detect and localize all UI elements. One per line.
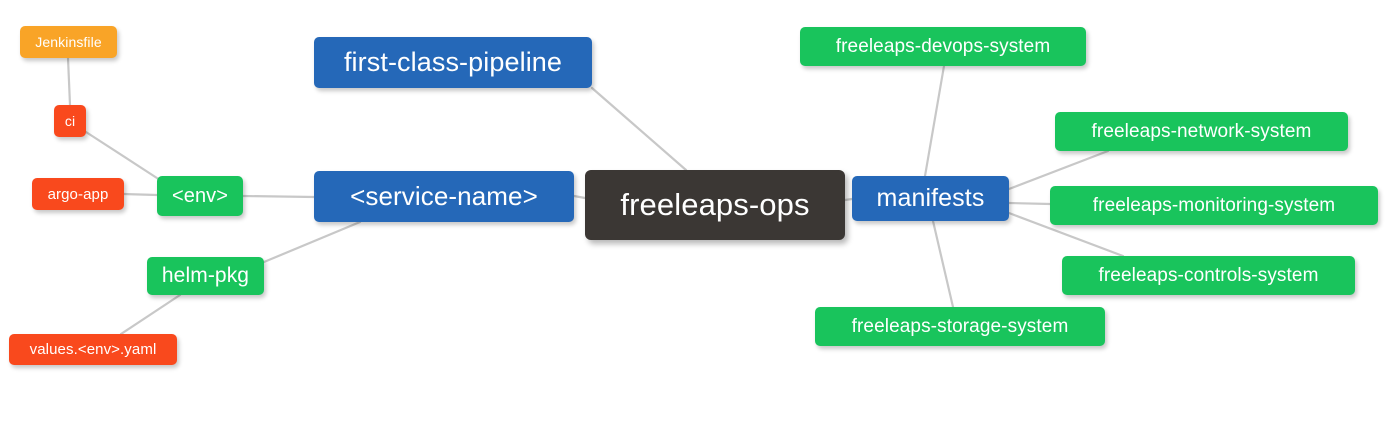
- edge-manifests-to-network-system: [1007, 149, 1110, 191]
- edge-manifests-to-storage-system: [931, 219, 955, 309]
- edge-ci-to-env: [84, 130, 162, 182]
- node-label-network-system: freeleaps-network-system: [1091, 120, 1312, 142]
- node-ci[interactable]: ci: [54, 105, 86, 137]
- node-network-system[interactable]: freeleaps-network-system: [1055, 112, 1348, 151]
- node-label-root: freeleaps-ops: [620, 187, 810, 222]
- node-root[interactable]: freeleaps-ops: [585, 170, 845, 240]
- edge-root-to-manifests: [843, 197, 854, 202]
- node-label-values-env-yaml: values.<env>.yaml: [29, 341, 157, 358]
- node-label-controls-system: freeleaps-controls-system: [1098, 264, 1319, 286]
- node-storage-system[interactable]: freeleaps-storage-system: [815, 307, 1105, 346]
- node-jenkinsfile[interactable]: Jenkinsfile: [20, 26, 117, 58]
- node-label-helm-pkg: helm-pkg: [161, 264, 250, 287]
- node-label-monitoring-system: freeleaps-monitoring-system: [1092, 194, 1336, 216]
- edge-argo-app-to-env: [122, 192, 159, 197]
- edge-service-name-to-root: [572, 194, 587, 200]
- node-controls-system[interactable]: freeleaps-controls-system: [1062, 256, 1355, 295]
- node-manifests[interactable]: manifests: [852, 176, 1009, 221]
- node-argo-app[interactable]: argo-app: [32, 178, 124, 210]
- edge-values-env-yaml-to-helm-pkg: [119, 293, 182, 336]
- node-devops-system[interactable]: freeleaps-devops-system: [800, 27, 1086, 66]
- edge-first-class-pipeline-to-root: [590, 86, 688, 172]
- node-helm-pkg[interactable]: helm-pkg: [147, 257, 264, 295]
- node-label-storage-system: freeleaps-storage-system: [851, 315, 1069, 337]
- edge-env-to-service-name: [241, 194, 316, 199]
- node-label-jenkinsfile: Jenkinsfile: [35, 34, 102, 50]
- node-label-service-name: <service-name>: [350, 181, 538, 211]
- node-service-name[interactable]: <service-name>: [314, 171, 574, 222]
- edge-helm-pkg-to-service-name: [262, 220, 362, 264]
- node-label-ci: ci: [64, 113, 76, 129]
- node-label-devops-system: freeleaps-devops-system: [835, 35, 1051, 57]
- edge-manifests-to-devops-system: [923, 64, 946, 178]
- node-first-class-pipeline[interactable]: first-class-pipeline: [314, 37, 592, 88]
- node-monitoring-system[interactable]: freeleaps-monitoring-system: [1050, 186, 1378, 225]
- edge-jenkinsfile-to-ci: [66, 56, 72, 107]
- node-label-first-class-pipeline: first-class-pipeline: [343, 47, 563, 77]
- node-label-argo-app: argo-app: [47, 185, 109, 203]
- node-label-env: <env>: [171, 184, 229, 207]
- node-values-env-yaml[interactable]: values.<env>.yaml: [9, 334, 177, 365]
- edge-manifests-to-monitoring-system: [1007, 201, 1052, 206]
- node-label-manifests: manifests: [876, 184, 985, 212]
- node-env[interactable]: <env>: [157, 176, 243, 216]
